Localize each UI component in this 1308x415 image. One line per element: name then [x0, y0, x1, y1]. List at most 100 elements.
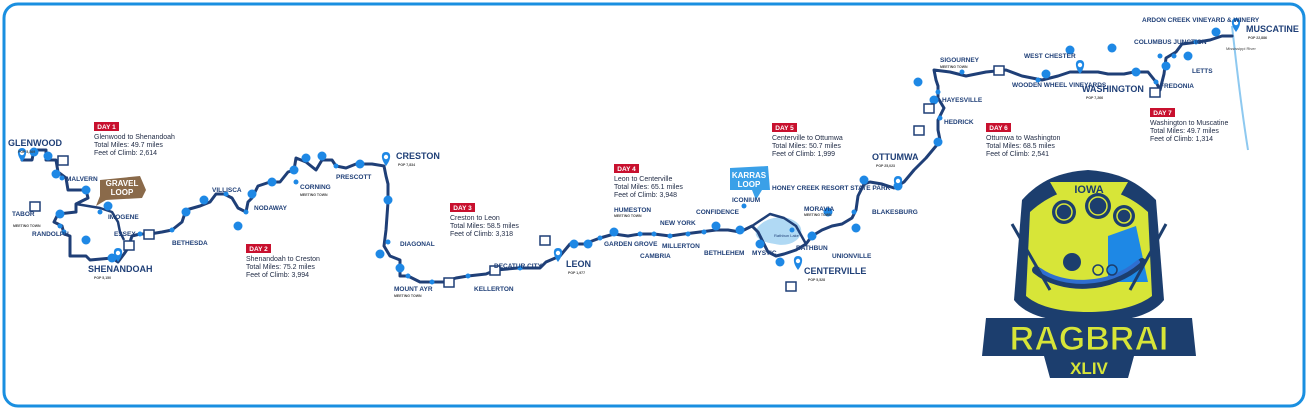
day-badge [1150, 108, 1175, 117]
city-glenwood: GLENWOOD [8, 138, 62, 148]
town-rathbun: RATHBUN [796, 245, 828, 252]
gravel-loop-line1: GRAVEL [106, 179, 139, 188]
road-shields [29, 27, 1221, 292]
day-badge [986, 123, 1011, 132]
pop-centerville: POP 5,528 [808, 278, 825, 282]
day-route: Leon to Centerville [614, 176, 672, 183]
city-ottumwa: OTTUMWA [872, 152, 919, 162]
gravel-loop-tag: GRAVEL LOOP [96, 176, 146, 206]
logo-title: RAGBRAI [1010, 320, 1169, 358]
town-diagonal: DIAGONAL [400, 241, 435, 248]
pin-centerville [793, 256, 803, 270]
humeston-meeting-town: MEETING TOWN [614, 214, 642, 218]
day-miles: Total Miles: 49.7 miles [94, 142, 163, 149]
town-confidence: CONFIDENCE [696, 209, 740, 216]
town-kellerton: KELLERTON [474, 286, 514, 293]
pop-washington: POP 7,266 [1086, 96, 1103, 100]
day-badge [614, 164, 639, 173]
day-miles: Total Miles: 68.5 miles [986, 143, 1055, 150]
town-fredonia: FREDONIA [1160, 83, 1194, 90]
logo-hammock [1032, 258, 1146, 289]
town-mount-ayr: MOUNT AYR [394, 286, 433, 293]
city-labels: GLENWOOD POP 5,269 SHENANDOAH POP 5,150 … [8, 24, 1299, 282]
town-humeston: HUMESTON [614, 207, 651, 214]
moravia-meeting-town: MEETING TOWN [804, 213, 832, 217]
city-leon: LEON [566, 259, 591, 269]
day-climb: Feet of Climb: 3,994 [246, 272, 309, 279]
day-miles: Total Miles: 65.1 miles [614, 184, 683, 191]
pin-washington [1075, 60, 1085, 74]
city-muscatine: MUSCATINE [1246, 24, 1299, 34]
city-centerville: CENTERVILLE [804, 266, 866, 276]
day-route: Washington to Muscatine [1150, 120, 1228, 127]
town-letts: LETTS [1192, 68, 1213, 75]
town-dots [57, 39, 1199, 285]
town-labels: MALVERN TABOR MEETING TOWN RANDOLPH IMOG… [12, 17, 1260, 298]
pin-ottumwa [893, 176, 903, 190]
day-badge-label: DAY 5 [775, 125, 794, 132]
mount-ayr-meeting-town: MEETING TOWN [394, 294, 422, 298]
day-climb: Feet of Climb: 3,318 [450, 231, 513, 238]
day-badge [450, 203, 475, 212]
town-west-chester: WEST CHESTER [1024, 53, 1076, 60]
karras-loop-tag: KARRAS LOOP [730, 166, 770, 200]
town-blakesburg: BLAKESBURG [872, 209, 918, 216]
town-wooden-wheel: WOODEN WHEEL VINEYARDS [1012, 82, 1107, 89]
day-badge [246, 244, 271, 253]
day-climb: Feet of Climb: 1,314 [1150, 136, 1213, 143]
pop-ottumwa: POP 25,023 [876, 164, 895, 168]
pop-muscatine: POP 22,886 [1248, 36, 1267, 40]
town-imogene: IMOGENE [108, 214, 139, 221]
day-route: Creston to Leon [450, 215, 500, 222]
logo-rider [1063, 253, 1081, 271]
city-washington: WASHINGTON [1082, 84, 1144, 94]
pop-glenwood: POP 5,269 [18, 150, 35, 154]
karras-loop-route [751, 212, 808, 245]
logo-ribbon [1050, 182, 1128, 196]
ragbrai-logo: IOWA RAGBRAI XLIV [982, 170, 1196, 378]
town-unionville: UNIONVILLE [832, 253, 872, 260]
day-miles: Total Miles: 49.7 miles [1150, 128, 1219, 135]
pin-shenandoah [113, 248, 123, 262]
town-honey-creek: HONEY CREEK RESORT STATE PARK [772, 185, 891, 192]
town-prescott: PRESCOTT [336, 174, 371, 181]
town-hayesville: HAYESVILLE [942, 97, 983, 104]
karras-loop-line2: LOOP [738, 180, 761, 189]
overnight-pins [17, 18, 1241, 270]
town-hedrick: HEDRICK [944, 119, 974, 126]
day-badge-label: DAY 3 [453, 205, 472, 212]
day-route: Centerville to Ottumwa [772, 135, 843, 142]
day-badge [772, 123, 797, 132]
town-garden-grove: GARDEN GROVE [604, 241, 658, 248]
mississippi-river [1231, 25, 1249, 151]
city-creston: CRESTON [396, 151, 440, 161]
pop-leon: POP 1,977 [568, 271, 585, 275]
day-miles: Total Miles: 58.5 miles [450, 223, 519, 230]
town-essex: ESSEX [114, 231, 136, 238]
town-new-york: NEW YORK [660, 220, 696, 227]
sigourney-meeting-town: MEETING TOWN [940, 65, 968, 69]
town-iconium: ICONIUM [732, 197, 760, 204]
logo-edition-plate [1044, 356, 1134, 378]
tabor-meeting-town: MEETING TOWN [13, 224, 41, 228]
day-badge-label: DAY 4 [617, 166, 636, 173]
town-cambria: CAMBRIA [640, 253, 671, 260]
day-badge-label: DAY 1 [97, 124, 116, 131]
pin-glenwood [17, 148, 27, 162]
day-route: Shenandoah to Creston [246, 256, 320, 263]
town-randolph: RANDOLPH [32, 231, 69, 238]
town-nodaway: NODAWAY [254, 205, 288, 212]
town-corning: CORNING [300, 184, 331, 191]
day-badge [94, 122, 119, 131]
town-decatur-city: DECATUR CITY [494, 263, 543, 270]
gravel-loop-route [75, 202, 126, 241]
rathbun-lake [755, 217, 802, 245]
